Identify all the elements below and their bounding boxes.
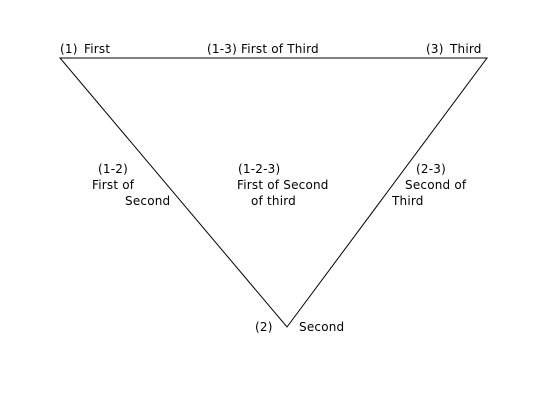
vertex-first-number: (1) bbox=[60, 42, 78, 56]
center-1-2-3-line1: First of Second bbox=[237, 178, 329, 192]
edge-1-3-label: (1-3) First of Third bbox=[207, 42, 319, 56]
vertex-first-label: First bbox=[84, 42, 111, 56]
vertex-third-label: Third bbox=[450, 42, 482, 56]
edge-2-3-line2: Third bbox=[392, 194, 424, 208]
edge-2-3-line1: Second of bbox=[405, 178, 467, 192]
vertex-third-number: (3) bbox=[426, 42, 444, 56]
center-1-2-3-line2: of third bbox=[251, 194, 296, 208]
edge-1-2-number: (1-2) bbox=[98, 162, 128, 176]
edge-1-2-line2: Second bbox=[125, 194, 171, 208]
center-1-2-3-number: (1-2-3) bbox=[238, 162, 281, 176]
edge-2-3-number: (2-3) bbox=[416, 162, 446, 176]
edge-1-2-line1: First of bbox=[92, 178, 135, 192]
vertex-second-label: Second bbox=[299, 320, 345, 334]
triangle-outline bbox=[58, 57, 488, 328]
vertex-second-number: (2) bbox=[255, 320, 273, 334]
